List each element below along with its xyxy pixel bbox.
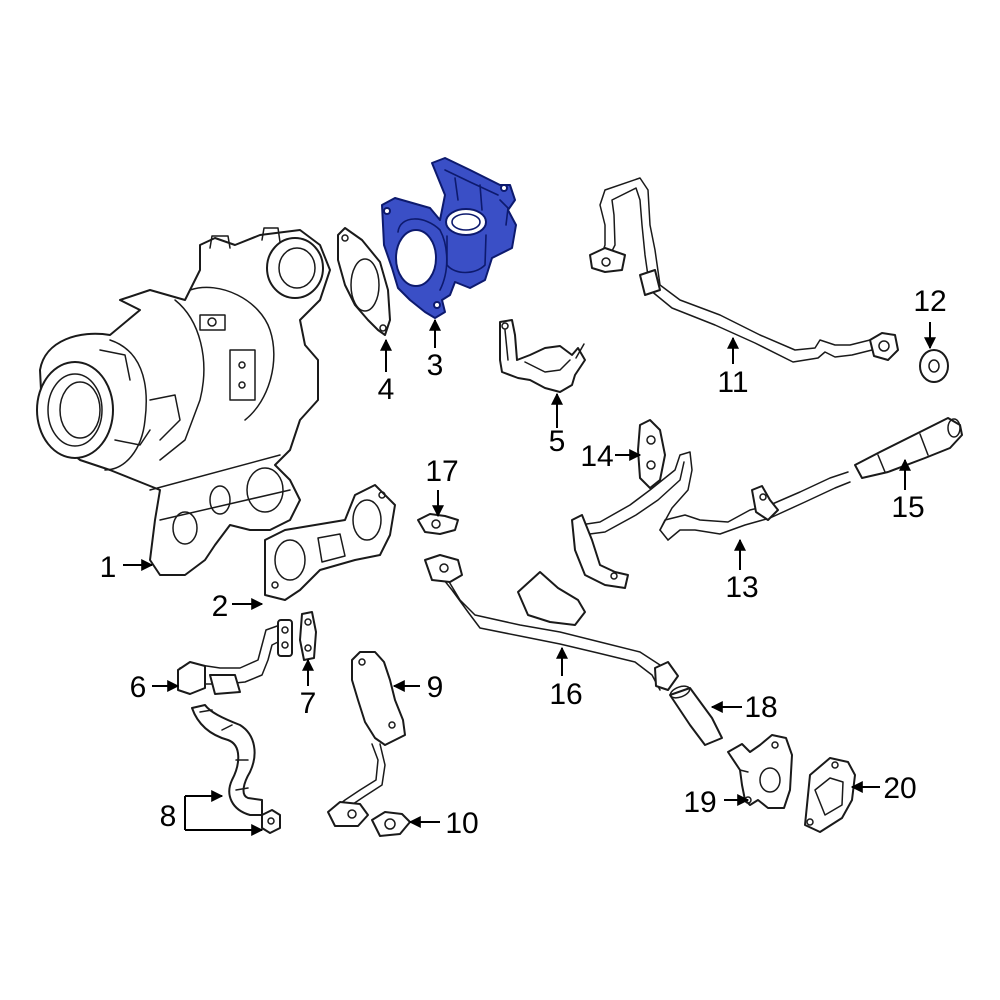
callout-4: 4 [378,373,395,406]
part-7-gasket[interactable] [299,611,317,661]
callout-6: 6 [130,671,147,704]
callout-3[interactable]: 3 [427,349,444,382]
part-4-gasket[interactable] [337,227,391,336]
callout-2: 2 [212,590,229,623]
callout-20: 20 [883,772,916,805]
part-18-hose[interactable] [669,684,723,746]
part-17-fitting[interactable] [417,513,459,535]
callout-10: 10 [445,807,478,840]
callout-8: 8 [160,800,177,833]
part-11-pipe[interactable] [589,177,899,363]
part-5-bracket[interactable] [499,319,586,393]
callout-16: 16 [549,678,582,711]
callout-9: 9 [427,671,444,704]
part-19-outlet[interactable] [727,734,793,809]
callout-leaders [123,318,936,836]
callout-1: 1 [100,551,117,584]
part-20-gasket[interactable] [804,757,856,833]
coolant-line-14-13[interactable] [571,451,693,589]
part-14-gasket[interactable] [637,419,666,489]
part-2-gasket[interactable] [264,484,396,601]
callout-13: 13 [725,571,758,604]
part-12-washer[interactable] [919,349,949,383]
callout-14: 14 [580,440,613,473]
callout-12: 12 [913,285,946,318]
callout-19: 19 [683,786,716,819]
callout-17: 17 [425,455,458,488]
part-13-pipe[interactable] [659,471,851,541]
callout-labels: 1 2 3 4 5 6 7 8 9 10 11 12 13 14 15 16 1… [100,285,947,840]
part-6-pipe[interactable] [177,619,293,695]
part-16-pipe[interactable] [424,554,679,691]
callout-7: 7 [300,687,317,720]
callout-15: 15 [891,491,924,524]
part-9-pipe-bracket[interactable] [327,651,406,827]
part-10-gasket[interactable] [371,811,411,837]
part-1-turbocharger[interactable] [36,227,331,576]
callout-11: 11 [717,366,748,399]
callout-18: 18 [744,691,777,724]
part-3-highlighted[interactable] [381,157,517,319]
callout-5: 5 [549,425,566,458]
part-8-hose[interactable] [191,704,281,834]
part-15-sleeve[interactable] [854,417,963,479]
